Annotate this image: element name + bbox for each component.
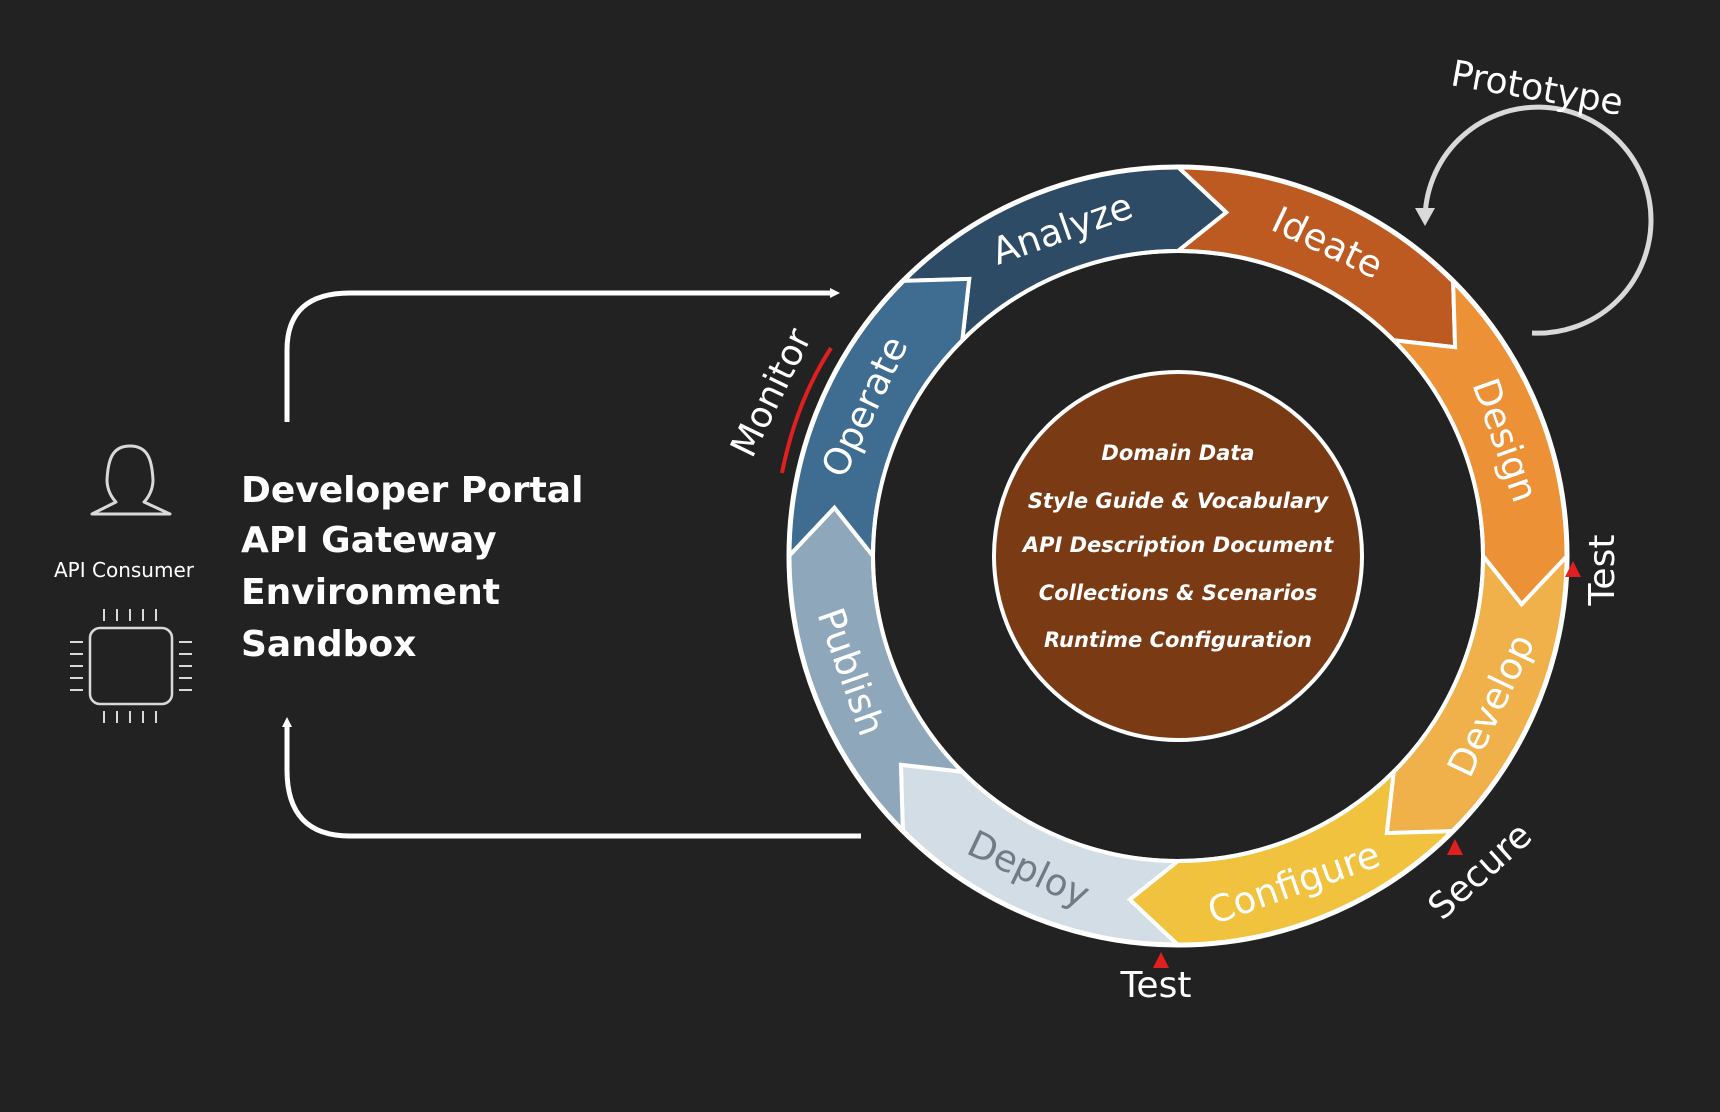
flow-arrow-to-platform: [282, 717, 861, 839]
platform-item: Developer Portal: [241, 470, 583, 511]
platform-item: API Gateway: [241, 520, 497, 561]
flow-arrow-to-lifecycle: [284, 288, 840, 422]
platform-item: Sandbox: [241, 624, 416, 665]
monitor-indicator: [780, 346, 833, 474]
prototype-label: Prototype: [1448, 53, 1626, 124]
prototype-loop-arrow: [1422, 104, 1654, 336]
consumer-label: API Consumer: [54, 558, 195, 582]
prototype-arrowhead-icon: [1415, 208, 1435, 226]
secure-marker-icon: [1447, 839, 1463, 855]
test-marker-bottom-icon: [1153, 952, 1169, 968]
test-marker-right-icon: [1565, 561, 1581, 577]
center-item: Runtime Configuration: [1044, 628, 1312, 652]
chip-icon: [70, 609, 192, 723]
center-artifacts-circle: [992, 370, 1364, 742]
person-icon: [90, 444, 172, 516]
platform-item: Environment: [241, 572, 500, 613]
platform-list: Developer Portal API Gateway Environment…: [241, 470, 583, 665]
center-artifacts-list: Domain Data Style Guide & Vocabulary API…: [1021, 441, 1334, 652]
center-item: Domain Data: [1101, 441, 1254, 465]
ring-inner-border: [871, 249, 1485, 863]
center-item: API Description Document: [1021, 533, 1334, 557]
center-item: Collections & Scenarios: [1039, 581, 1317, 605]
center-item: Style Guide & Vocabulary: [1028, 489, 1330, 513]
test-label-right: Test: [1582, 535, 1623, 607]
ring-outer-border: [786, 164, 1570, 948]
test-label-bottom: Test: [1120, 965, 1192, 1006]
